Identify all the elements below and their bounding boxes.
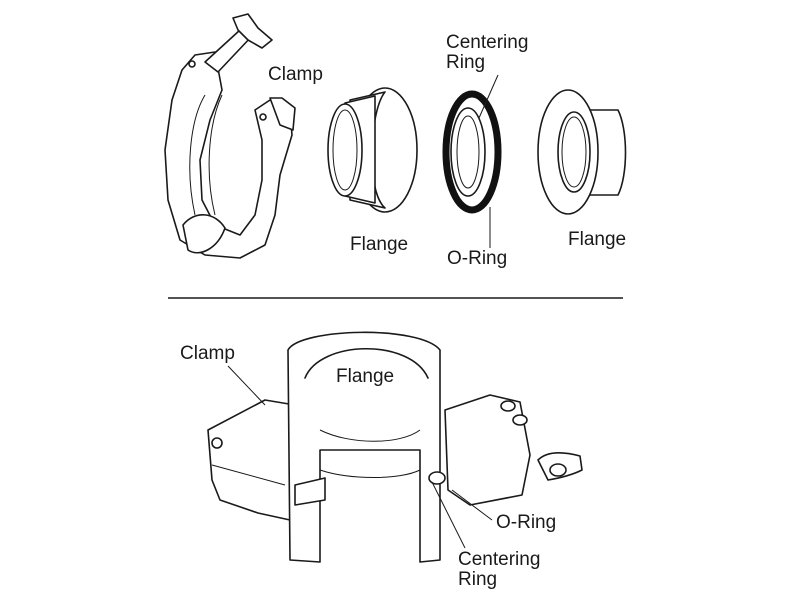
clamp-exploded [164, 13, 296, 259]
leader-centering-ring-bottom [431, 481, 466, 549]
label-clamp-exploded: Clamp [268, 64, 323, 85]
label-flange-left-exploded: Flange [350, 234, 409, 255]
leader-oring-bottom [451, 489, 493, 521]
label-centering-ring-exploded-line2: Ring [446, 52, 486, 73]
leader-centering-ring-top [478, 74, 499, 119]
label-oring-assembled: O-Ring [496, 512, 557, 533]
assembled-cutaway [207, 331, 583, 563]
label-centering-ring-assembled-line1: Centering [458, 549, 541, 570]
label-centering-ring-assembled-line2: Ring [458, 569, 498, 590]
label-flange-right-exploded: Flange [568, 229, 627, 250]
centering-ring-oring-exploded [442, 90, 502, 214]
label-centering-ring-exploded-line1: Centering [446, 32, 529, 53]
flange-left-exploded [327, 87, 418, 213]
leader-clamp-bottom [227, 365, 266, 406]
flange-right-exploded [537, 89, 627, 215]
label-oring-exploded: O-Ring [447, 248, 508, 269]
label-clamp-assembled: Clamp [180, 343, 235, 364]
label-flange-assembled: Flange [336, 366, 395, 387]
